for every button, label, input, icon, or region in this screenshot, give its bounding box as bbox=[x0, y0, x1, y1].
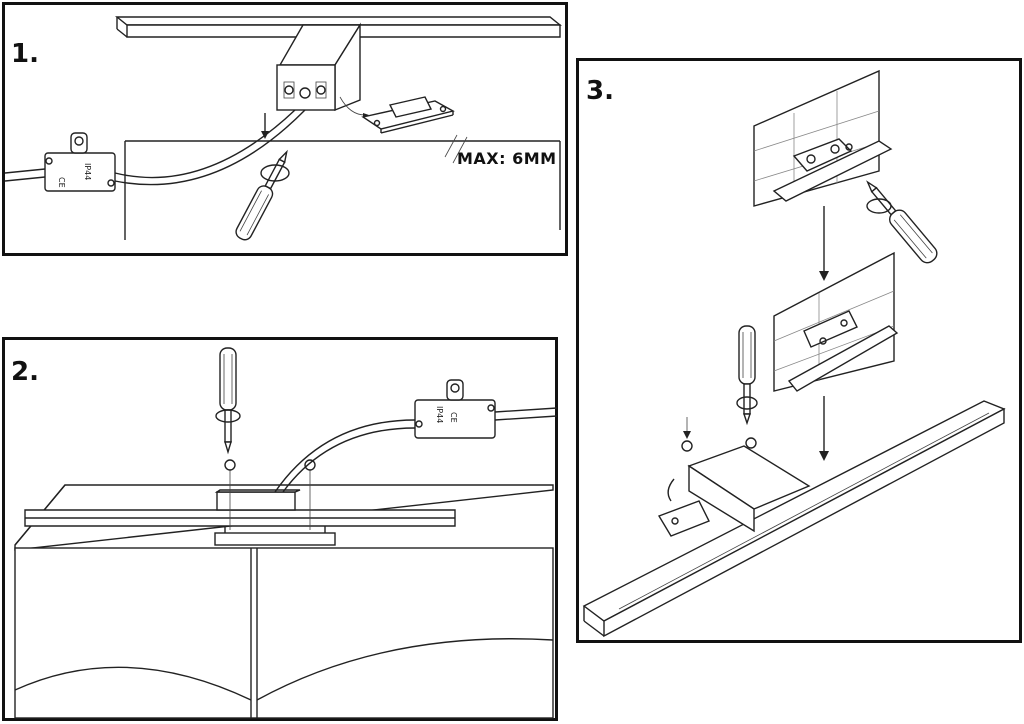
driver-label-ce: CE bbox=[57, 177, 66, 188]
driver-label-ip44: IP44 bbox=[83, 163, 92, 180]
step-2-illustration: IP44 CE bbox=[14, 347, 558, 719]
max-thickness-label: MAX: 6MM bbox=[457, 149, 557, 168]
step-3-number: 3. bbox=[586, 76, 614, 106]
step-2-number: 2. bbox=[11, 357, 39, 387]
driver2-label-ce: CE bbox=[449, 412, 458, 423]
step-1-illustration: CE IP44 bbox=[5, 16, 562, 241]
driver2-label-ip44: IP44 bbox=[435, 406, 444, 423]
step-1-panel: 1. MAX: 6MM bbox=[2, 2, 568, 256]
step-1-number: 1. bbox=[11, 39, 39, 69]
step-3-panel: 3. bbox=[576, 58, 1022, 643]
step-2-panel: 2. bbox=[2, 337, 558, 721]
step-3-illustration bbox=[582, 69, 1006, 638]
